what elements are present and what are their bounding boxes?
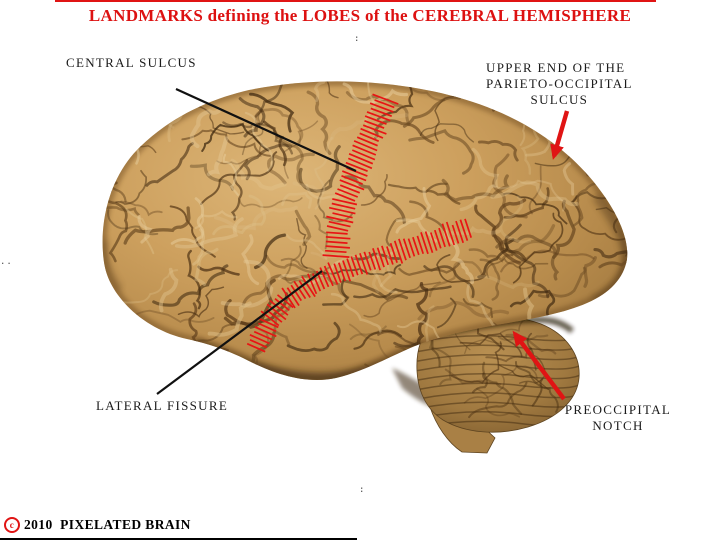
lateral-fissure-pointer-line xyxy=(156,270,323,395)
page-title: LANDMARKS defining the LOBES of the CERE… xyxy=(88,6,632,25)
preoccipital-notch-arrow xyxy=(512,330,566,401)
cerebrum xyxy=(102,81,628,380)
copyright-symbol-icon: c xyxy=(4,517,20,533)
central-sulcus-label: CENTRAL SULCUS xyxy=(66,55,197,70)
parieto-occipital-label-line1: UPPER END OF THE xyxy=(486,60,626,75)
artifact-mark-top: : xyxy=(354,34,360,44)
bottom-edge-line xyxy=(0,538,357,540)
parieto-occipital-arrow xyxy=(550,110,570,160)
preoccipital-notch-label: PREOCCIPITAL NOTCH xyxy=(552,402,684,434)
central-sulcus-pointer-line xyxy=(175,87,357,173)
copyright: c 2010 PIXELATED BRAIN xyxy=(4,517,191,533)
artifact-mark-bottom: : xyxy=(359,485,365,495)
preoccipital-notch-label-line1: PREOCCIPITAL xyxy=(564,402,672,417)
lateral-fissure-hatching xyxy=(246,218,473,353)
copyright-symbol-letter: c xyxy=(9,520,15,530)
preoccipital-notch-label-line2: NOTCH xyxy=(592,418,644,433)
parieto-occipital-label: UPPER END OF THE PARIETO-OCCIPITAL SULCU… xyxy=(486,60,633,108)
copyright-text: 2010 PIXELATED BRAIN xyxy=(24,517,191,532)
lateral-fissure-label: LATERAL FISSURE xyxy=(96,398,229,413)
artifact-mark-left: .. xyxy=(0,257,13,267)
top-edge-line xyxy=(55,0,656,2)
parieto-occipital-label-line2: PARIETO-OCCIPITAL xyxy=(486,76,633,91)
parieto-occipital-label-line3: SULCUS xyxy=(530,92,589,107)
central-sulcus-hatching xyxy=(322,93,399,258)
